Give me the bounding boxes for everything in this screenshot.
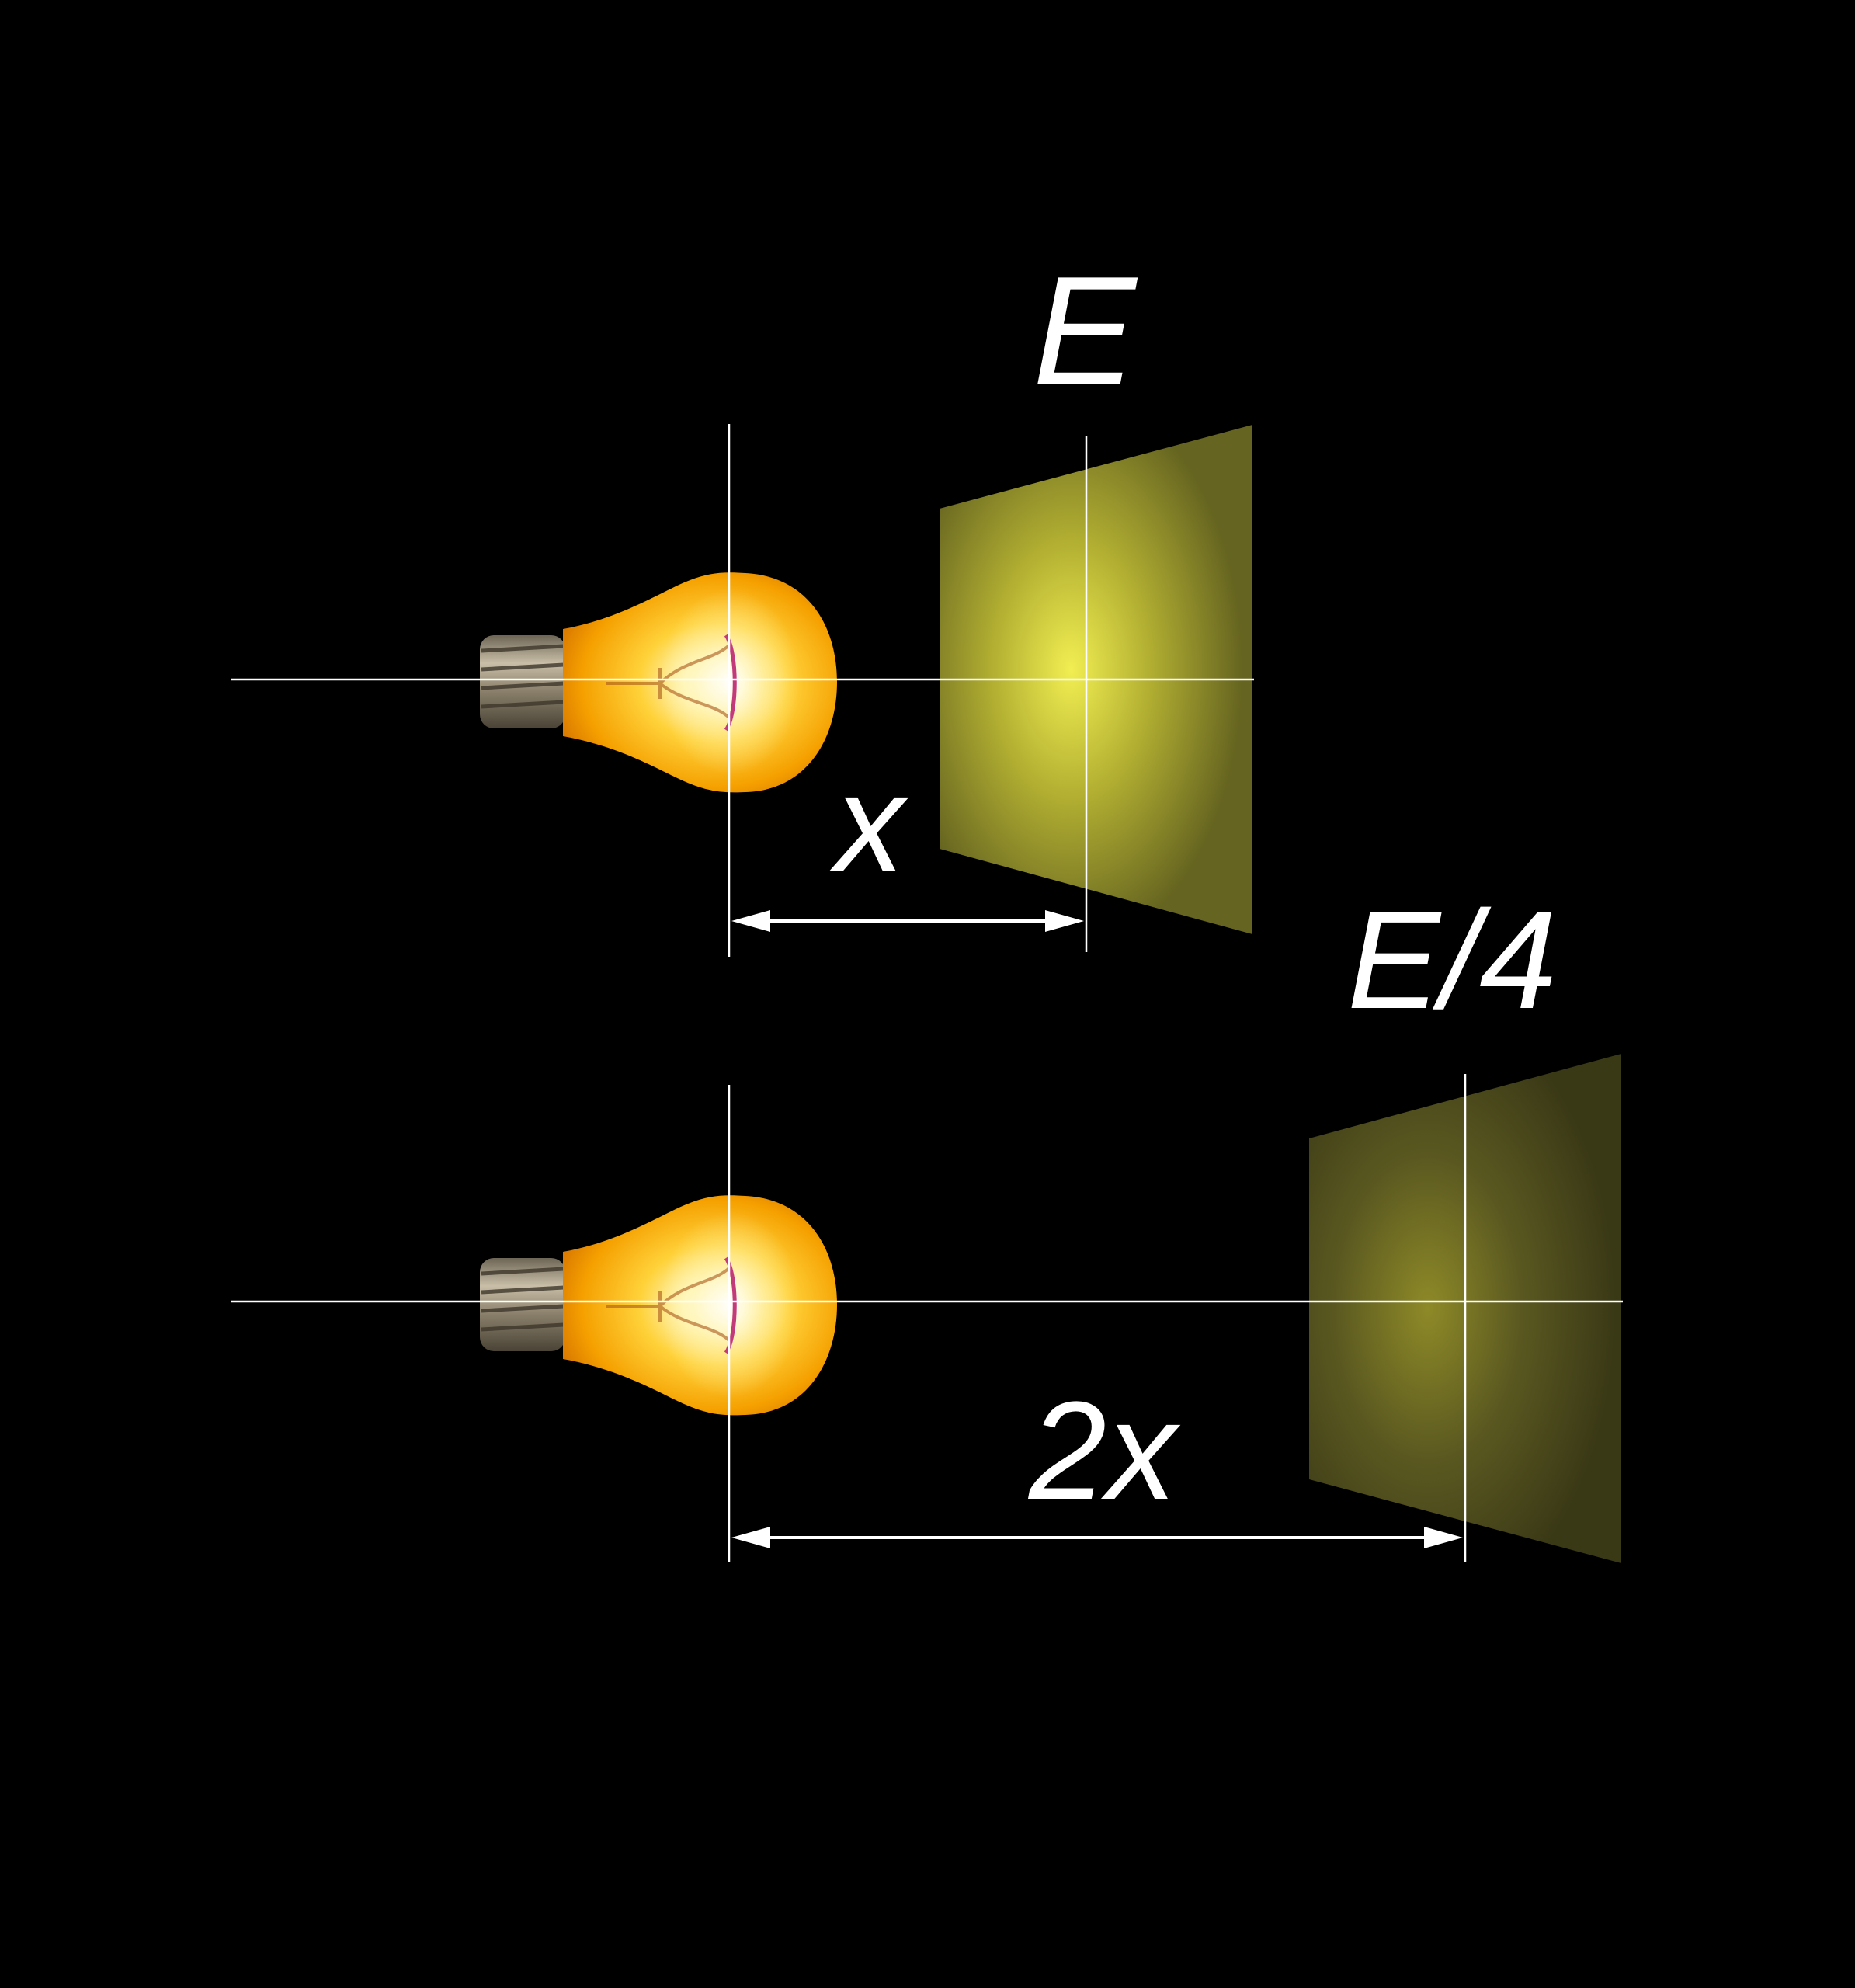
far-distance-label: 2x	[1027, 1373, 1181, 1529]
near-distance-arrow	[731, 910, 1084, 932]
far-setup: E/4 2x	[231, 882, 1623, 1563]
light-bulb-icon	[480, 572, 837, 793]
near-illuminance-label: E	[1033, 245, 1138, 418]
near-setup: E x	[231, 245, 1254, 957]
far-distance-arrow	[731, 1527, 1463, 1548]
near-distance-label: x	[828, 746, 909, 902]
light-bulb-icon	[480, 1195, 837, 1416]
far-illuminance-label: E/4	[1347, 882, 1557, 1038]
